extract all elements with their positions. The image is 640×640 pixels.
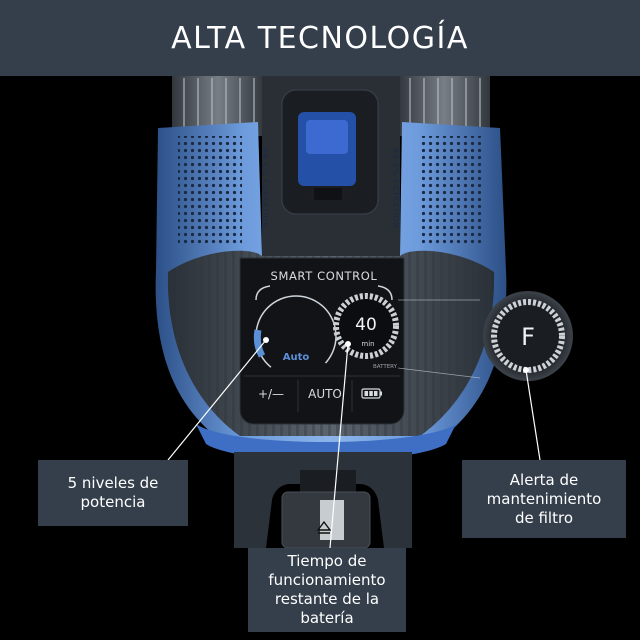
- runtime-unit: min: [361, 340, 374, 348]
- filter-alert-magnifier: F: [397, 291, 573, 381]
- power-level-indicator: [253, 329, 266, 358]
- page-title: ALTA TECNOLOGÍA: [171, 20, 469, 56]
- smart-control-title: SMART CONTROL: [271, 269, 378, 283]
- callout-power-levels: 5 niveles de potencia: [38, 460, 188, 526]
- header-banner: ALTA TECNOLOGÍA: [0, 0, 640, 76]
- power-level-dial: Auto: [253, 295, 337, 377]
- filtration-label-right: 99.9% FILTRATION: [391, 148, 400, 229]
- mode-label: Auto: [283, 352, 310, 363]
- runtime-value: 40: [355, 315, 377, 335]
- vent-left: [178, 136, 242, 246]
- callout-leaders: [167, 339, 541, 549]
- eject-icon: [316, 520, 332, 534]
- callout-dots: [263, 337, 529, 373]
- vent-right: [420, 136, 484, 246]
- power-adjust-button[interactable]: +/—: [258, 387, 284, 401]
- callout-filter-alert: Alerta de mantenimiento de filtro: [462, 460, 626, 538]
- battery-icon: [361, 388, 382, 399]
- handle-stand: [234, 452, 412, 548]
- auto-mode-button[interactable]: AUTO: [308, 387, 342, 401]
- latch-slot: [314, 188, 342, 200]
- runtime-ring: 40 min: [333, 293, 399, 359]
- title-bracket: [255, 285, 393, 301]
- vacuum-photo: 99.9% FILTRATION 99.9% FILTRATION SMART …: [155, 76, 573, 550]
- filter-alert-letter: F: [521, 323, 535, 351]
- battery-label: BATTERY: [373, 364, 398, 370]
- body-rim: [196, 424, 456, 461]
- filtration-label-left: 99.9% FILTRATION: [260, 148, 269, 229]
- latch-highlight: [306, 120, 348, 154]
- callout-runtime: Tiempo de funcionamiento restante de la …: [248, 548, 406, 632]
